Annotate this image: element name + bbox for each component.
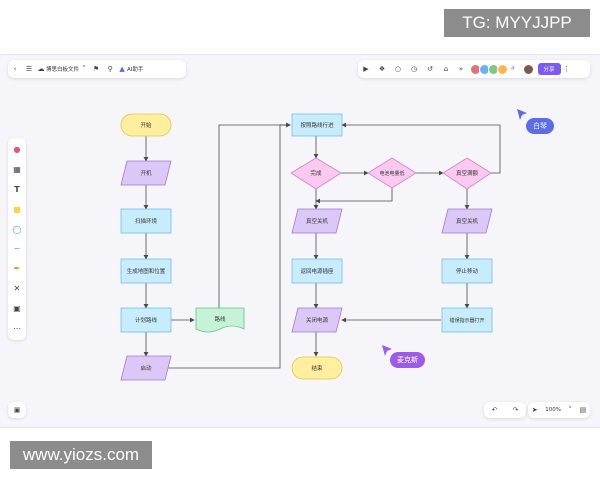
node-vacuum-full[interactable]: 真空满额 (442, 157, 492, 190)
watermark-top: TG: MYYJJPP (444, 9, 590, 37)
node-battery[interactable]: 电池电量低 (367, 157, 417, 189)
svg-text:计划路线: 计划路线 (135, 316, 158, 324)
minimap-icon: ▣ (13, 405, 21, 414)
svg-text:路线: 路线 (214, 315, 226, 323)
node-launch[interactable]: 启动 (120, 355, 172, 381)
svg-text:扫描环境: 扫描环境 (135, 217, 158, 225)
svg-text:开机: 开机 (140, 169, 152, 177)
avatar-group[interactable]: 4 (470, 63, 515, 75)
search-icon[interactable]: ⚲ (107, 64, 113, 73)
node-vac-off-1[interactable]: 真空关机 (291, 208, 343, 234)
back-icon[interactable]: ‹ (13, 64, 17, 73)
node-power-off[interactable]: 关闭电源 (291, 307, 343, 333)
line-icon[interactable]: ∽ (13, 244, 21, 254)
palette-icon[interactable]: ● (13, 145, 21, 155)
svg-text:关闭电源: 关闭电源 (306, 316, 329, 324)
svg-text:生成地图和位置: 生成地图和位置 (127, 267, 166, 275)
shape-icon[interactable]: ◯ (12, 224, 22, 234)
flowchart[interactable]: 开始 开机 扫描环境 生成地图和位置 计划路线 路线 启动 按照路线行进 (0, 55, 600, 427)
edge-vacuum-follow (341, 122, 501, 174)
sticky-note-icon[interactable]: ■ (13, 204, 21, 214)
cursor-arrow-icon (382, 345, 392, 356)
header-left-bar: ‹ ☰ ☁ 博思白板文件 ˅ ⚑ ⚲ ▲ AI助手 (8, 60, 186, 78)
node-end[interactable]: 结束 (291, 356, 343, 380)
node-start[interactable]: 开始 (120, 113, 172, 137)
svg-text:结束: 结束 (311, 364, 323, 372)
watermark-bottom: www.yiozs.com (10, 441, 152, 469)
svg-text:真空关机: 真空关机 (456, 217, 479, 225)
template-icon[interactable]: ▣ (13, 303, 21, 313)
svg-text:按照路线行进: 按照路线行进 (300, 121, 334, 129)
svg-text:启动: 启动 (140, 364, 152, 372)
undo-icon[interactable]: ↶ (491, 405, 498, 414)
cloud-icon: ☁ (37, 64, 45, 73)
menu-icon[interactable]: ☰ (25, 64, 33, 73)
timer-icon[interactable]: ◷ (410, 64, 418, 73)
node-return[interactable]: 返回电源插座 (291, 258, 343, 284)
bank-icon[interactable]: ⌂ (443, 64, 449, 73)
cursor-arrow-icon (517, 109, 527, 120)
avatar[interactable] (522, 63, 534, 75)
svg-text:完成: 完成 (310, 169, 322, 177)
chevron-down-icon[interactable]: ˅ (82, 64, 86, 73)
svg-text:电池电量低: 电池电量低 (379, 170, 404, 177)
more-icon[interactable]: ⋯ (13, 323, 21, 333)
comment-icon[interactable]: ○ (394, 64, 402, 73)
history-icon[interactable]: ↺ (427, 64, 433, 73)
svg-text:停止移动: 停止移动 (456, 267, 479, 275)
node-plan[interactable]: 计划路线 (120, 307, 172, 333)
map-icon[interactable]: ▤ (579, 405, 587, 414)
expand-icon[interactable]: » (458, 64, 464, 73)
node-power-on[interactable]: 开机 (120, 160, 172, 186)
doc-title[interactable]: 博思白板文件 (46, 67, 80, 73)
node-scan[interactable]: 扫描环境 (120, 208, 172, 234)
text-icon[interactable]: T (14, 184, 20, 194)
edge-launch-follow (168, 122, 291, 369)
node-start-label: 开始 (140, 121, 152, 129)
collaborator-tag-baiqin: 白琴 (526, 118, 554, 134)
zoom-level[interactable]: 100% (545, 407, 561, 413)
tag-icon[interactable]: ⚑ (92, 64, 100, 73)
share-button[interactable]: 分享 (537, 63, 561, 75)
edge-route-follow (218, 122, 291, 308)
node-route[interactable]: 路线 (195, 307, 245, 333)
more-icon[interactable]: ⋮ (563, 64, 571, 73)
connector-icon[interactable]: ✕ (13, 283, 21, 293)
header-right-bar: ▶ ❖ ○ ◷ ↺ ⌂ » 4 分享 ⋮ (358, 60, 590, 78)
svg-text:真空关机: 真空关机 (306, 217, 329, 225)
pointer-icon[interactable]: ➤ (531, 405, 538, 414)
frame-icon[interactable]: ▦ (13, 165, 21, 175)
pen-icon[interactable]: ✒ (13, 264, 21, 274)
chevron-down-icon[interactable]: ˅ (568, 405, 573, 414)
node-done[interactable]: 完成 (290, 157, 342, 190)
shapes-icon[interactable]: ❖ (378, 64, 386, 73)
left-toolbar: ● ▦ T ■ ◯ ∽ ✒ ✕ ▣ ⋯ (8, 138, 26, 340)
node-map[interactable]: 生成地图和位置 (120, 258, 172, 284)
zoom-bar: ➤ 100% ˅ ▤ (528, 402, 590, 418)
avatar-count: 4 (511, 66, 515, 72)
minimap-toggle[interactable]: ▣ (8, 402, 26, 418)
ai-assistant-button[interactable]: AI助手 (127, 67, 144, 73)
avatar (497, 63, 508, 75)
svg-text:返回电源插座: 返回电源插座 (300, 267, 334, 275)
undo-redo-bar: ↶ ↷ (484, 402, 526, 418)
whiteboard-canvas[interactable]: 开始 开机 扫描环境 生成地图和位置 计划路线 路线 启动 按照路线行进 (0, 54, 600, 428)
collaborator-tag-max: 麦克斯 (390, 352, 425, 368)
svg-text:真空满额: 真空满额 (456, 169, 479, 177)
ai-icon: ▲ (119, 64, 125, 73)
node-error[interactable]: 错误指示器打开 (441, 307, 493, 333)
node-stop-move[interactable]: 停止移动 (441, 258, 493, 284)
svg-text:错误指示器打开: 错误指示器打开 (449, 317, 484, 324)
redo-icon[interactable]: ↷ (512, 405, 519, 414)
play-icon[interactable]: ▶ (363, 64, 369, 73)
edge-battery-return (315, 188, 393, 204)
node-vac-off-2[interactable]: 真空关机 (441, 208, 493, 234)
node-follow[interactable]: 按照路线行进 (291, 113, 343, 137)
